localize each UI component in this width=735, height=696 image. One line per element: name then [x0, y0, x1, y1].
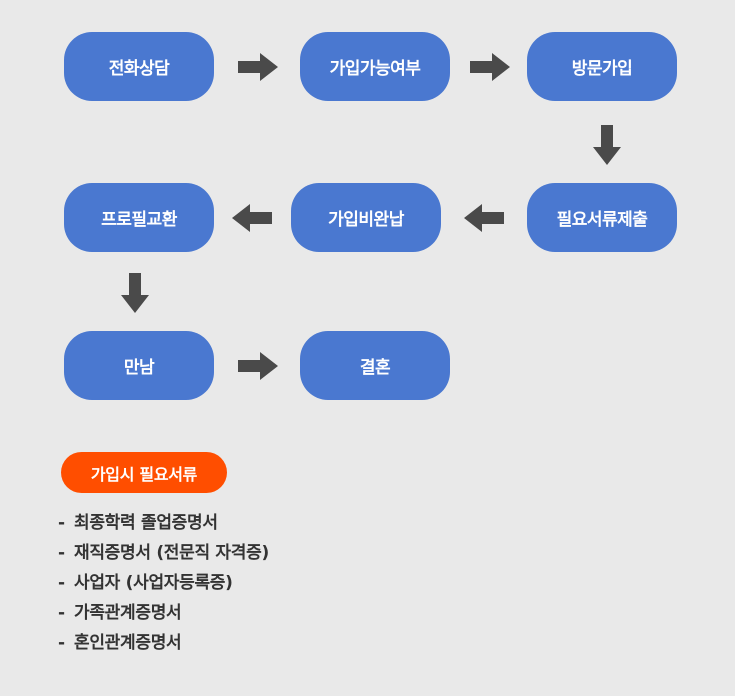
- arrow-left-icon: [232, 204, 272, 232]
- required-documents-list: -최종학력 졸업증명서 -재직증명서 (전문직 자격증) -사업자 (사업자등록…: [58, 508, 269, 658]
- step-visit-registration: 방문가입: [527, 32, 677, 101]
- arrow-right-icon: [238, 352, 278, 380]
- arrow-right-icon: [238, 53, 278, 81]
- step-eligibility-check: 가입가능여부: [300, 32, 450, 101]
- list-item: -가족관계증명서: [58, 598, 269, 628]
- list-item: -최종학력 졸업증명서: [58, 508, 269, 538]
- list-item: -재직증명서 (전문직 자격증): [58, 538, 269, 568]
- required-documents-badge: 가입시 필요서류: [61, 452, 227, 493]
- list-item: -사업자 (사업자등록증): [58, 568, 269, 598]
- list-item-label: 사업자 (사업자등록증): [74, 573, 233, 593]
- step-submit-documents: 필요서류제출: [527, 183, 677, 252]
- list-dash: -: [58, 513, 65, 533]
- step-marriage: 결혼: [300, 331, 450, 400]
- arrow-left-icon: [464, 204, 504, 232]
- arrow-down-icon: [593, 125, 621, 165]
- list-dash: -: [58, 573, 65, 593]
- list-item-label: 재직증명서 (전문직 자격증): [74, 543, 269, 563]
- list-item-label: 혼인관계증명서: [74, 633, 182, 653]
- step-meeting: 만남: [64, 331, 214, 400]
- list-dash: -: [58, 543, 65, 563]
- list-dash: -: [58, 633, 65, 653]
- arrow-right-icon: [470, 53, 510, 81]
- arrow-down-icon: [121, 273, 149, 313]
- step-fee-payment: 가입비완납: [291, 183, 441, 252]
- list-item-label: 가족관계증명서: [74, 603, 182, 623]
- step-profile-exchange: 프로필교환: [64, 183, 214, 252]
- list-dash: -: [58, 603, 65, 623]
- step-phone-consultation: 전화상담: [64, 32, 214, 101]
- list-item: -혼인관계증명서: [58, 628, 269, 658]
- list-item-label: 최종학력 졸업증명서: [74, 513, 218, 533]
